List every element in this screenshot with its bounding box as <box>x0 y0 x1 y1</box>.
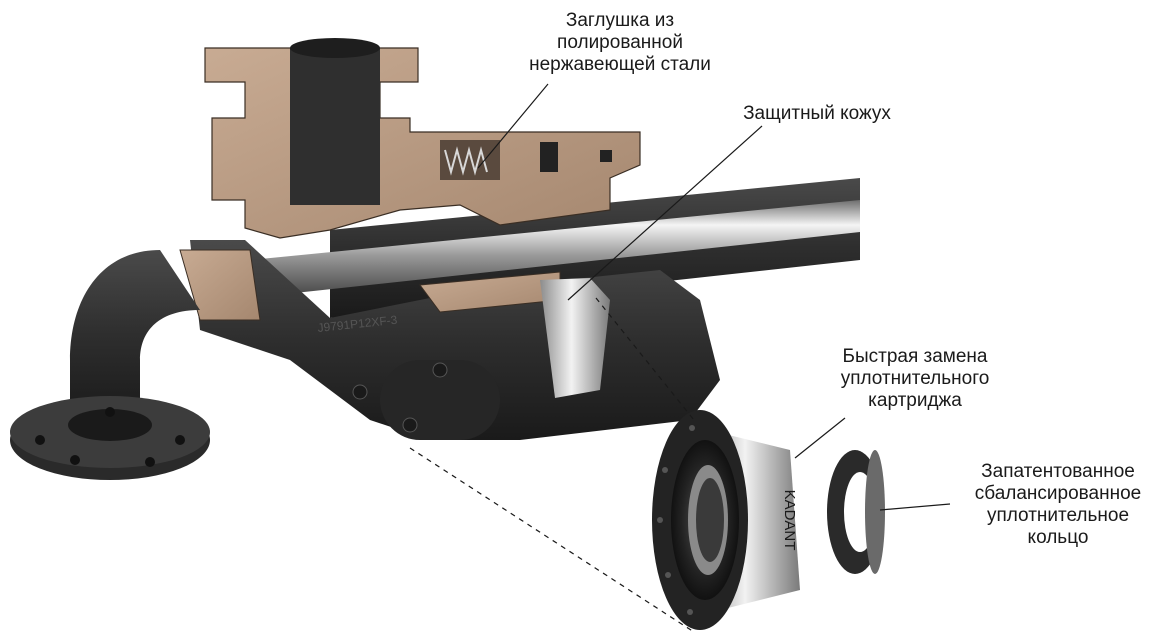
brand-marking: KADANT <box>781 490 798 551</box>
leader-plug <box>477 83 549 169</box>
leader-lines <box>409 83 951 633</box>
label-balanced-seal-ring: Запатентованное сбалансированное уплотни… <box>974 461 1142 548</box>
exploded-guide-lower <box>409 447 695 633</box>
exploded-guide-upper <box>595 297 695 421</box>
label-polished-steel-plug: Заглушка из полированной нержавеющей ста… <box>529 10 711 75</box>
label-quick-change-cartridge: Быстрая замена уплотнительного картриджа <box>840 346 990 411</box>
leader-cover <box>567 125 763 301</box>
housing-cut-section <box>204 38 641 239</box>
leader-ring <box>879 503 951 511</box>
seal-ring <box>827 450 885 574</box>
elbow-inlet <box>10 250 210 480</box>
seal-cartridge: KADANT <box>652 410 800 630</box>
leader-cartridge <box>794 417 846 459</box>
lower-housing <box>179 240 720 440</box>
label-protective-cover: Защитный кожух <box>743 103 891 124</box>
